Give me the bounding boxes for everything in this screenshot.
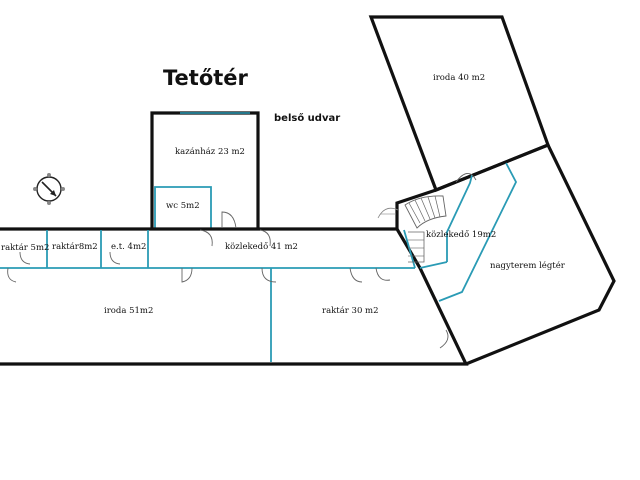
room-label-kozlekedo-41: közlekedő 41 m2 [225, 241, 298, 252]
room-label-iroda-40: iroda 40 m2 [433, 73, 485, 83]
office-40-walls [368, 15, 551, 193]
room-label-kazanhaz: kazánház 23 m2 [175, 146, 245, 157]
courtyard-label: belső udvar [274, 112, 340, 124]
plan-title: Tetőtér [163, 66, 249, 90]
room-label-nagyterem: nagyterem légtér [490, 260, 566, 271]
door-swings [7, 173, 477, 349]
room-label-iroda-51: iroda 51m2 [104, 306, 153, 316]
room-label-kozlekedo-19: közlekedő 19m2 [426, 229, 496, 240]
room-label-raktar-5: raktár 5m2 [1, 242, 49, 253]
room-label-raktar-8: raktár8m2 [52, 241, 98, 252]
compass-icon [33, 173, 65, 205]
room-label-et: e.t. 4m2 [111, 242, 146, 252]
staircase-icon [377, 195, 447, 263]
room-label-wc: wc 5m2 [166, 201, 200, 211]
right-wing-walls [395, 142, 616, 366]
boiler-room-walls [150, 111, 260, 229]
wc-partition [154, 186, 212, 228]
room-label-raktar-30: raktár 30 m2 [322, 305, 379, 316]
corridor-19-partitions [419, 162, 518, 302]
